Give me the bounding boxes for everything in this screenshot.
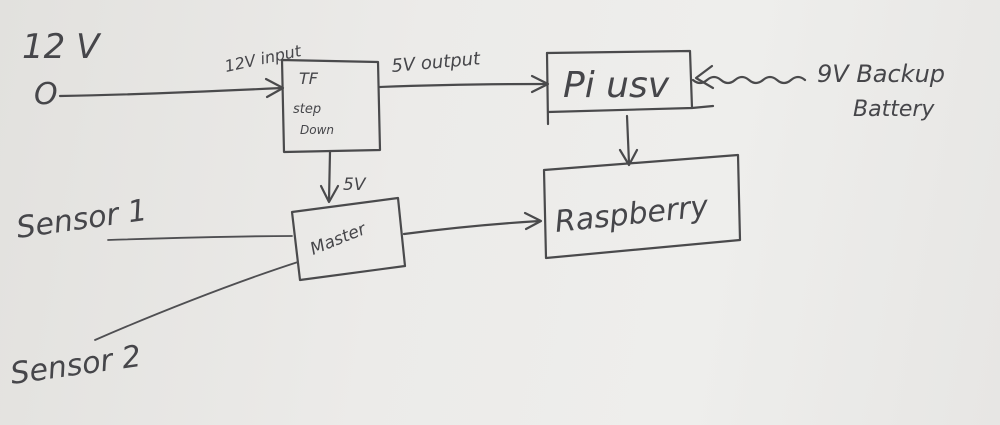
stepdown-line1: TF	[299, 69, 319, 88]
arrowhead-icon	[618, 148, 639, 167]
arrowhead-icon	[319, 184, 340, 204]
piusv-label: Pi usv	[563, 65, 670, 106]
edge-master-to-raspberry	[402, 211, 543, 236]
stepdown-line2: step	[293, 102, 321, 117]
input-label: 12V input	[223, 41, 304, 76]
stepdown-box	[280, 58, 382, 154]
master-label: Master	[307, 219, 369, 260]
master-box	[290, 196, 407, 282]
raspberry-box	[542, 153, 742, 260]
sensor2-line	[94, 261, 299, 341]
edge-line	[378, 82, 549, 89]
sensor1-label: Sensor 1	[14, 193, 149, 246]
source-label: 12 V	[22, 27, 102, 67]
edge-line	[58, 86, 284, 98]
sensor1-line	[107, 235, 293, 241]
master-feed-label: 5V	[343, 175, 367, 195]
output-label: 5V output	[391, 48, 482, 77]
battery-line2: Battery	[853, 97, 935, 122]
edge-line-wavy	[691, 75, 807, 85]
stepdown-line3: Down	[300, 123, 334, 137]
piusv-box-left-edge	[545, 51, 550, 126]
source-terminal-symbol: O	[34, 77, 58, 112]
raspberry-node: Raspberry	[542, 153, 742, 260]
raspberry-label: Raspberry	[553, 189, 711, 240]
arrowhead-icon	[523, 211, 543, 231]
edge-line	[625, 114, 631, 165]
battery-node: 9V Backup Battery	[817, 60, 945, 122]
arrowhead-icon	[694, 64, 715, 90]
edge-line	[327, 150, 332, 202]
source-node: 12 V O	[22, 27, 102, 112]
edge-stepdown-to-piusv: 5V output	[378, 48, 550, 94]
master-node: Master	[290, 196, 407, 282]
battery-line1: 9V Backup	[817, 60, 945, 88]
sensor1-node: Sensor 1	[14, 193, 293, 246]
sensor2-label: Sensor 2	[8, 339, 143, 392]
edge-battery-to-piusv	[691, 64, 807, 90]
edge-line	[402, 219, 542, 236]
stepdown-node: TF step Down	[280, 58, 382, 154]
edge-stepdown-to-master: 5V	[319, 150, 367, 204]
edge-piusv-to-raspberry	[618, 114, 639, 167]
sensor2-node: Sensor 2	[8, 261, 299, 392]
piusv-node: Pi usv	[545, 49, 715, 126]
